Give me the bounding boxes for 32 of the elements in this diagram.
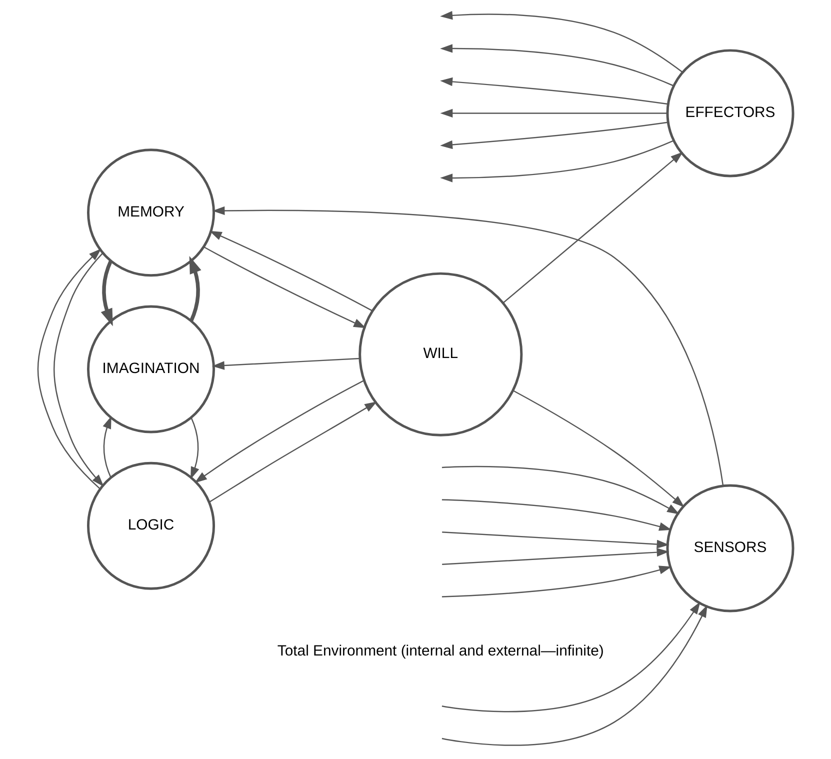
arrow — [442, 548, 670, 566]
label: Total Environment (internal and external—infinite) — [277, 643, 604, 660]
node-circle: EFFECTORS — [666, 49, 794, 178]
arrow — [190, 418, 200, 480]
arrow — [204, 246, 366, 328]
arrow — [209, 230, 372, 312]
node-circle: LOGIC — [87, 462, 216, 590]
arrow — [440, 140, 674, 182]
arrow — [442, 466, 680, 514]
arrow — [442, 532, 670, 549]
arrow — [212, 206, 724, 486]
arrow — [440, 44, 674, 86]
arrow — [442, 602, 708, 746]
arrow — [442, 499, 672, 531]
arrow — [100, 260, 113, 326]
node-circle: WILL — [358, 272, 523, 436]
arrow — [194, 380, 364, 484]
arrow — [37, 248, 102, 490]
arrow — [440, 122, 668, 150]
arrow — [209, 402, 378, 502]
arrow — [440, 108, 668, 118]
arrow — [440, 11, 683, 73]
node-circle: IMAGINATION — [87, 305, 216, 434]
arrow — [442, 602, 700, 712]
arrow — [440, 77, 668, 105]
arrow — [502, 152, 684, 304]
arrow — [102, 416, 112, 478]
arrow — [189, 256, 202, 322]
arrow — [442, 566, 672, 598]
arrow — [212, 358, 360, 370]
arrow — [512, 390, 684, 508]
arrow — [54, 252, 104, 487]
